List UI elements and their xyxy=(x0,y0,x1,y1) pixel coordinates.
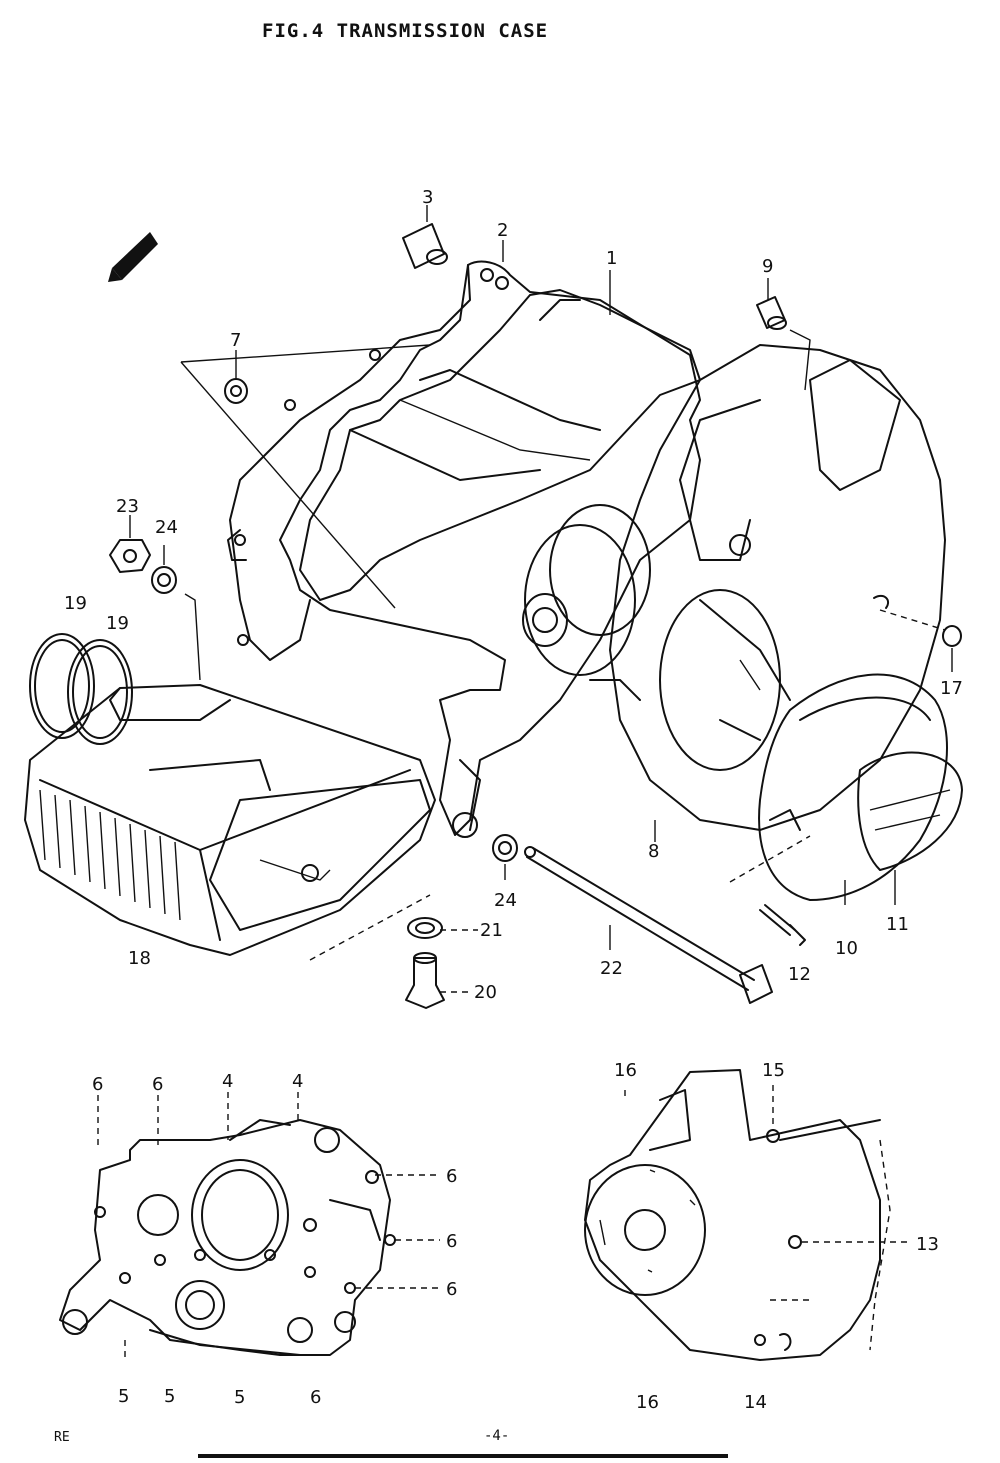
callout-24-lower: 24 xyxy=(494,890,517,911)
callout-16-bottom: 16 xyxy=(636,1392,659,1413)
callout-8: 8 xyxy=(648,841,659,862)
callout-6-f: 6 xyxy=(310,1387,321,1408)
callout-6-d: 6 xyxy=(446,1231,457,1252)
page-number: -4- xyxy=(484,1428,510,1444)
callout-6-e: 6 xyxy=(446,1279,457,1300)
callout-4-b: 4 xyxy=(292,1071,303,1092)
callout-22: 22 xyxy=(600,958,623,979)
callout-20: 20 xyxy=(474,982,497,1003)
front-direction-arrow-icon xyxy=(108,232,158,282)
washer-part-upper xyxy=(151,566,177,594)
leader-lines-lower-left xyxy=(97,1092,440,1360)
callout-23: 23 xyxy=(116,496,139,517)
drain-gasket-part xyxy=(407,917,443,939)
transmission-case-part xyxy=(227,260,701,838)
leader-lines-upper xyxy=(129,205,953,993)
dowel-collar-part xyxy=(402,223,448,269)
screw-part xyxy=(759,904,806,946)
washer-part-lower xyxy=(492,834,518,862)
callout-16-top: 16 xyxy=(614,1060,637,1081)
callout-5-b: 5 xyxy=(164,1386,175,1407)
callout-3: 3 xyxy=(422,187,433,208)
case-inner-view xyxy=(59,1119,396,1356)
callout-11: 11 xyxy=(886,914,909,935)
bottom-rule xyxy=(198,1454,728,1458)
callout-numbers: 1 2 3 7 9 23 24 19 19 17 8 24 21 20 22 1… xyxy=(64,187,963,1413)
oil-sump-part xyxy=(24,684,436,956)
side-cover-part xyxy=(758,673,948,901)
callout-18: 18 xyxy=(128,948,151,969)
callout-19-left: 19 xyxy=(64,593,87,614)
corner-mark: RE xyxy=(54,1430,70,1445)
clip-part xyxy=(873,594,962,647)
figure-title: FIG.4 TRANSMISSION CASE xyxy=(262,20,549,42)
leader-lines-lower-right xyxy=(624,1085,912,1351)
callout-7: 7 xyxy=(230,330,241,351)
cover-outer-view xyxy=(584,1069,881,1361)
callout-13: 13 xyxy=(916,1234,939,1255)
collar-part xyxy=(756,296,787,330)
nut-part xyxy=(109,539,151,573)
emblem-part xyxy=(857,751,963,871)
callout-21: 21 xyxy=(480,920,503,941)
stud-bolt-part xyxy=(524,846,773,1004)
callout-5-a: 5 xyxy=(118,1386,129,1407)
callout-5-c: 5 xyxy=(234,1387,245,1408)
callout-19-right: 19 xyxy=(106,613,129,634)
drain-plug-part xyxy=(405,952,445,1009)
callout-6-c: 6 xyxy=(446,1166,457,1187)
callout-2: 2 xyxy=(497,220,508,241)
o-ring-parts xyxy=(29,633,133,745)
callout-24-upper: 24 xyxy=(155,517,178,538)
gear-cover-part xyxy=(609,344,946,831)
washer-part xyxy=(224,378,248,404)
callout-15: 15 xyxy=(762,1060,785,1081)
callout-6-b: 6 xyxy=(152,1074,163,1095)
callout-1: 1 xyxy=(606,248,617,269)
callout-14: 14 xyxy=(744,1392,767,1413)
callout-6-a: 6 xyxy=(92,1074,103,1095)
callout-10: 10 xyxy=(835,938,858,959)
callout-17: 17 xyxy=(940,678,963,699)
callout-4-a: 4 xyxy=(222,1071,233,1092)
callout-9: 9 xyxy=(762,256,773,277)
callout-12: 12 xyxy=(788,964,811,985)
